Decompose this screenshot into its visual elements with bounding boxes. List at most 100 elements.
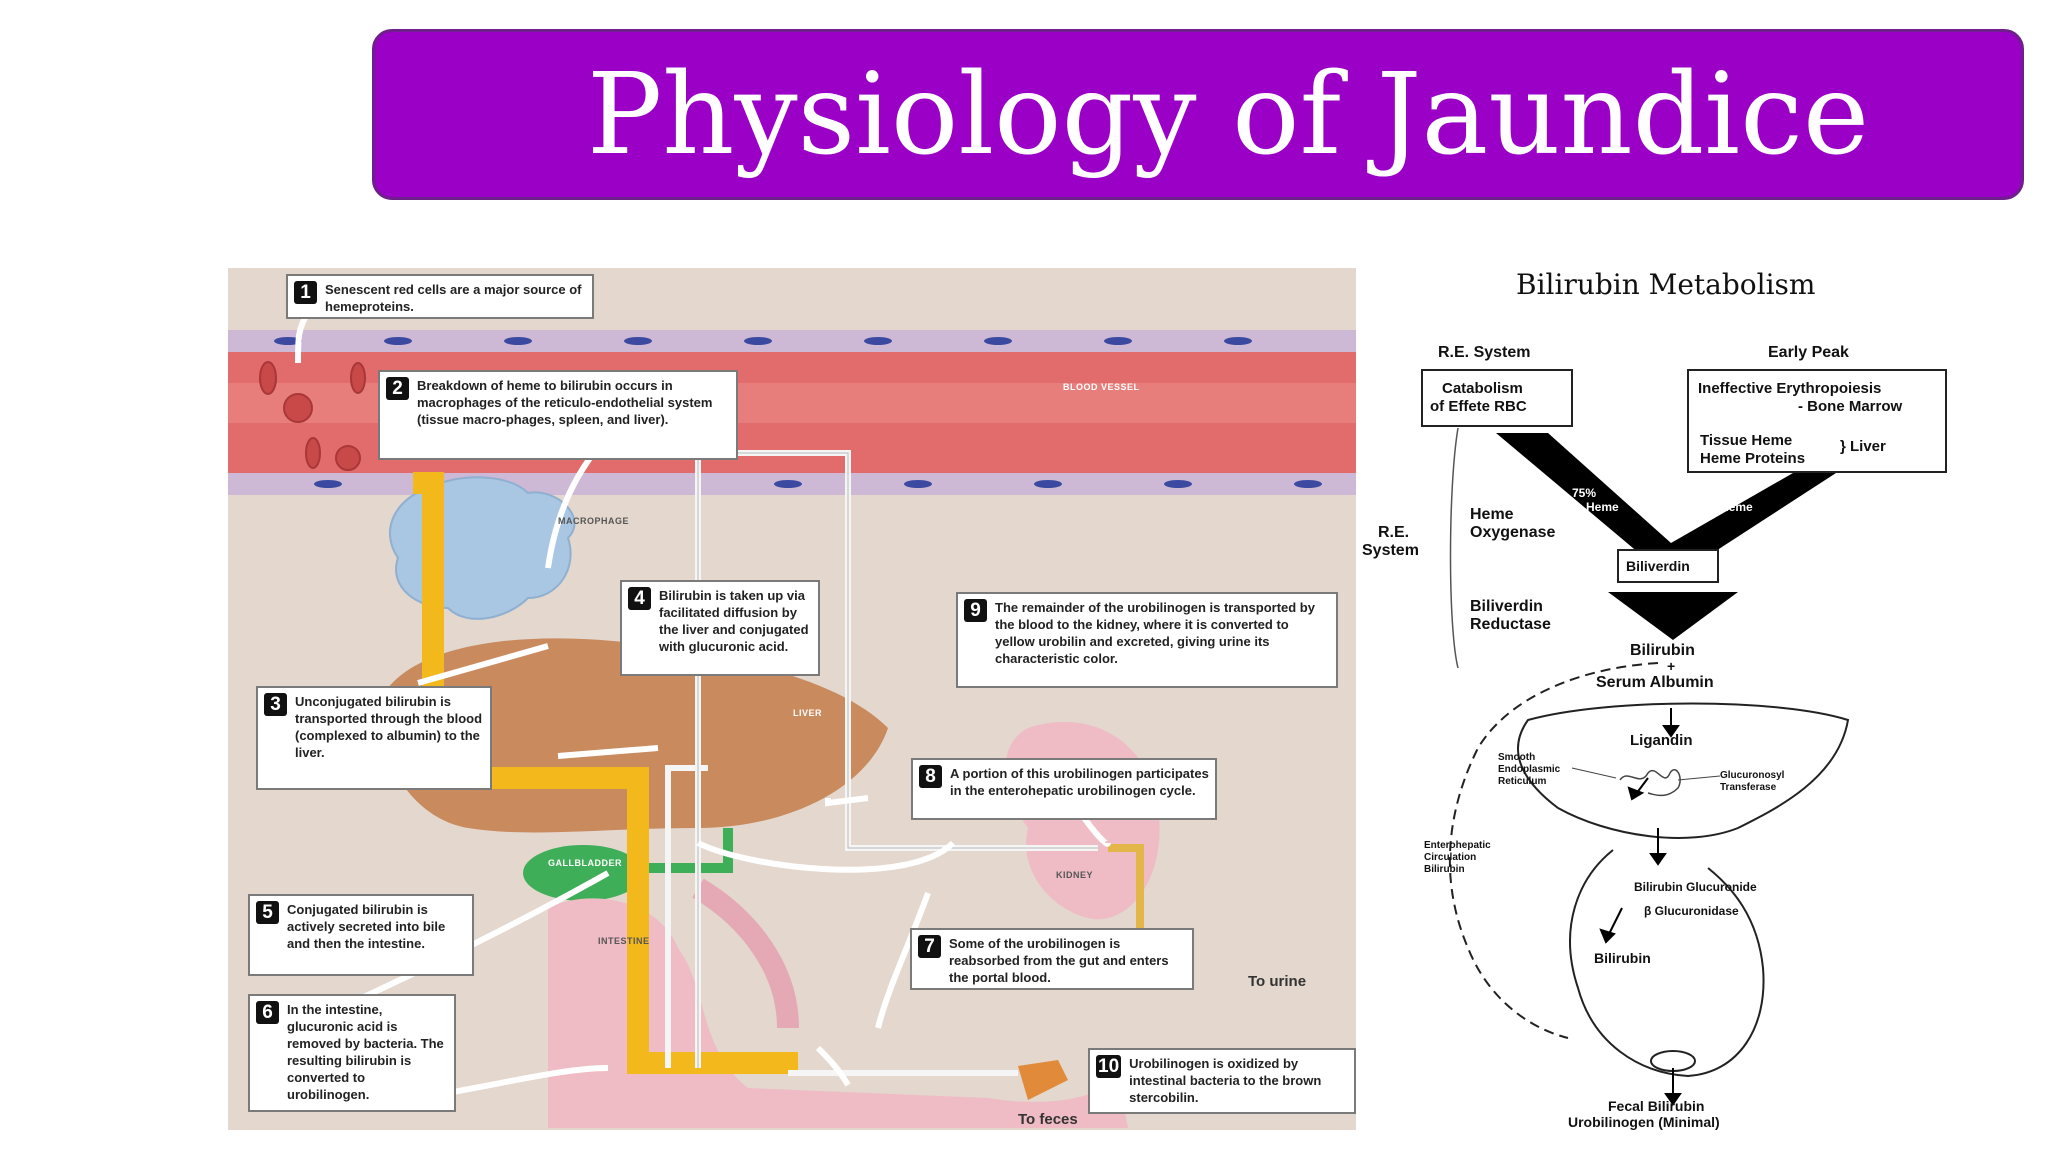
step-callout-7: 7 Some of the urobilinogen is reabsorbed…: [910, 928, 1194, 990]
er-squiggle: [1619, 768, 1681, 797]
step-callout-2: 2 Breakdown of heme to bilirubin occurs …: [378, 370, 738, 460]
biliverdin-reductase-text: Biliverdin: [1470, 598, 1543, 615]
glucuronosyl-label: Glucuronosyl: [1720, 770, 1785, 781]
heme-oxygenase-text: Heme: [1470, 506, 1514, 523]
re-system-header: R.E. System: [1438, 344, 1531, 361]
biliverdin-reductase-text-2: Reductase: [1470, 616, 1551, 633]
bilirubin-pathway-illustration: BLOOD VESSEL MACROPHAGE LIVER GALLBLADDE…: [228, 268, 1356, 1130]
enterohepatic-label-3: Bilirubin: [1424, 864, 1465, 875]
step-text: Unconjugated bilirubin is transported th…: [295, 694, 483, 760]
bilirubin-pathway: [413, 472, 798, 1074]
bilirubin-glucuronide-label: Bilirubin Glucuronide: [1634, 880, 1757, 894]
liver-label: LIVER: [793, 708, 823, 718]
urobilinogen-minimal-label: Urobilinogen (Minimal): [1568, 1114, 1720, 1130]
heme-oxygenase-text-2: Oxygenase: [1470, 524, 1556, 541]
gallbladder-label: GALLBLADDER: [548, 858, 622, 868]
step-number: 7: [918, 935, 941, 958]
intestine-loop: [692, 878, 799, 1029]
intestine-label: INTESTINE: [598, 936, 650, 946]
smooth-er-label-3: Reticulum: [1498, 776, 1547, 787]
macrophage-cell: [388, 476, 576, 620]
vessel-wall-top: [228, 330, 1356, 352]
step-callout-3: 3 Unconjugated bilirubin is transported …: [256, 686, 492, 790]
step-text: Bilirubin is taken up via facilitated di…: [659, 588, 809, 654]
step-callout-4: 4 Bilirubin is taken up via facilitated …: [620, 580, 820, 676]
liver-outline: [1517, 702, 1850, 839]
early-peak-box: [1687, 369, 1947, 473]
to-feces-label: To feces: [1018, 1111, 1078, 1128]
pct-75-text: 75%: [1572, 486, 1597, 500]
step-text: Urobilinogen is oxidized by intestinal b…: [1129, 1056, 1322, 1105]
catabolism-text: Catabolism: [1442, 380, 1523, 397]
step-callout-6: 6 In the intestine, glucuronic acid is r…: [248, 994, 456, 1112]
step-callout-8: 8 A portion of this urobilinogen partici…: [911, 758, 1217, 820]
biliverdin-label: Biliverdin: [1626, 558, 1690, 574]
step-number: 6: [256, 1001, 279, 1024]
bilirubin-label: Bilirubin: [1630, 642, 1695, 659]
catabolism-text-2: of Effete RBC: [1430, 398, 1527, 415]
title-banner: Physiology of Jaundice: [372, 29, 2024, 200]
step-callout-9: 9 The remainder of the urobilinogen is t…: [956, 592, 1338, 688]
step-number: 8: [919, 765, 942, 788]
step-callout-10: 10 Urobilinogen is oxidized by intestina…: [1088, 1048, 1356, 1114]
re-system-side-label: R.E.: [1378, 524, 1410, 541]
ineffective-erythropoiesis-text: Ineffective Erythropoiesis: [1698, 380, 1882, 397]
intestine-outline: [1569, 849, 1765, 1078]
tissue-heme-text: Tissue Heme: [1700, 432, 1793, 449]
pct-25-heme-text: Heme: [1720, 500, 1753, 514]
kidney-label: KIDNEY: [1056, 870, 1094, 880]
v-shaped-convergence: [1496, 433, 1836, 580]
fecal-bilirubin-label: Fecal Bilirubin: [1608, 1098, 1705, 1114]
metabolism-schematic: [1421, 369, 1947, 1106]
bilirubin-metabolism-diagram: Bilirubin Metabolism R.E. System Early P…: [1358, 268, 1948, 1138]
to-urine-label: To urine: [1248, 973, 1307, 990]
step-text: The remainder of the urobilinogen is tra…: [995, 600, 1315, 666]
smooth-er-label: Smooth: [1498, 752, 1536, 763]
enterohepatic-dashed-curve: [1448, 662, 1659, 1039]
ligandin-label: Ligandin: [1630, 732, 1693, 749]
step-text: In the intestine, glucuronic acid is rem…: [287, 1002, 444, 1102]
stercobilin-drop: [1018, 1060, 1068, 1100]
step-text: Conjugated bilirubin is actively secrete…: [287, 902, 446, 951]
smooth-er-label-2: Endoplasmic: [1498, 764, 1561, 775]
re-system-brace: [1449, 427, 1459, 669]
gut-bilirubin-label: Bilirubin: [1594, 950, 1651, 966]
step-number: 3: [264, 693, 287, 716]
pct-75-heme-text: Heme: [1586, 500, 1619, 514]
enterohepatic-label: Enterohepatic: [1424, 840, 1491, 851]
step-number: 10: [1096, 1055, 1122, 1078]
pct-25-text: 25%: [1728, 486, 1753, 500]
bone-marrow-text: - Bone Marrow: [1798, 398, 1903, 415]
catabolism-box: [1421, 369, 1573, 427]
red-blood-cells: [259, 361, 366, 471]
step-number: 9: [964, 599, 987, 622]
blood-vessel-label: BLOOD VESSEL: [1063, 382, 1140, 392]
gallbladder-organ: [523, 845, 643, 901]
diagram-title: Bilirubin Metabolism: [1516, 268, 1816, 301]
plus-sign: +: [1667, 658, 1676, 674]
heme-proteins-text: Heme Proteins: [1700, 450, 1806, 467]
glucuronosyl-label-2: Transferase: [1720, 782, 1777, 793]
liver-brace-text: } Liver: [1840, 438, 1886, 455]
step-callout-1: 1 Senescent red cells are a major source…: [286, 274, 594, 319]
step-text: Some of the urobilinogen is reabsorbed f…: [949, 936, 1169, 985]
beta-glucuronidase-label: β Glucuronidase: [1644, 904, 1739, 918]
early-peak-header: Early Peak: [1768, 344, 1849, 361]
endothelial-nuclei: [274, 337, 1322, 488]
step-text: Senescent red cells are a major source o…: [325, 282, 582, 314]
step-text: Breakdown of heme to bilirubin occurs in…: [417, 378, 713, 427]
step-number: 2: [386, 377, 409, 400]
step-text: A portion of this urobilinogen participa…: [950, 766, 1209, 798]
step-callout-5: 5 Conjugated bilirubin is actively secre…: [248, 894, 474, 976]
macrophage-label: MACROPHAGE: [558, 516, 630, 526]
step-number: 1: [294, 281, 317, 304]
step-number: 4: [628, 587, 651, 610]
step-number: 5: [256, 901, 279, 924]
re-system-side-label-2: System: [1362, 542, 1419, 559]
serum-albumin-label: Serum Albumin: [1596, 674, 1714, 691]
page-title: Physiology of Jaundice: [586, 49, 1870, 180]
biliverdin-box: [1617, 549, 1719, 583]
metabolism-arrows: [1599, 708, 1682, 1106]
reductase-arrow: [1608, 592, 1738, 640]
enterohepatic-label-2: Circulation: [1424, 852, 1477, 863]
